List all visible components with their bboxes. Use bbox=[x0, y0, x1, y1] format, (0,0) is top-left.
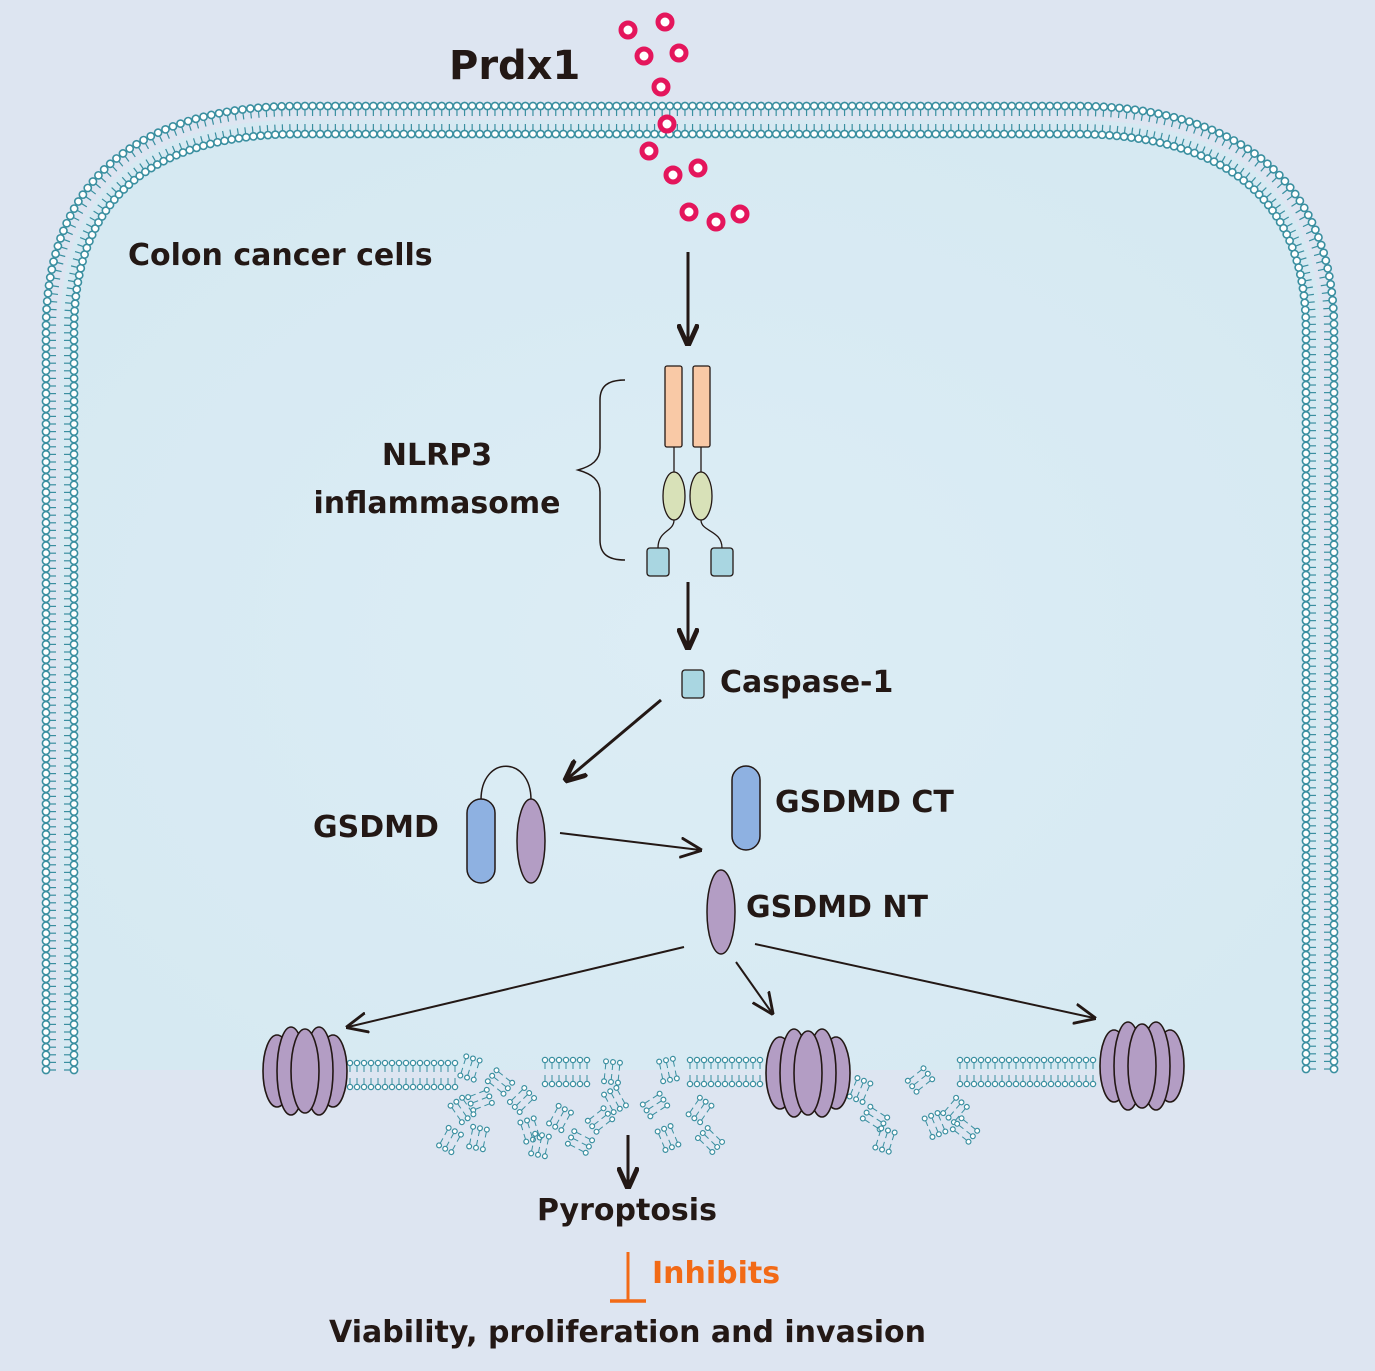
cell-membrane bbox=[41, 101, 1339, 1075]
pyroptosis-label: Pyroptosis bbox=[537, 1193, 717, 1228]
inhibits-label: Inhibits bbox=[652, 1256, 781, 1291]
caspase-1-label: Caspase-1 bbox=[720, 665, 894, 700]
prdx1-particle bbox=[639, 141, 659, 161]
nlrp3-label-line2: inflammasome bbox=[313, 486, 561, 521]
arrow-gsdmd-cleavage bbox=[559, 832, 700, 850]
prdx1-particle bbox=[730, 204, 750, 224]
gsdmd-label: GSDMD bbox=[313, 810, 439, 845]
caspase-1-icon bbox=[681, 669, 705, 699]
nlrp3-inflammasome-icon bbox=[575, 365, 734, 577]
prdx1-particle bbox=[657, 114, 677, 134]
cell-label: Colon cancer cells bbox=[128, 238, 433, 273]
prdx1-particle bbox=[688, 158, 708, 178]
prdx1-particle bbox=[634, 46, 654, 66]
nlrp3-label: NLRP3 inflammasome bbox=[300, 432, 574, 528]
prdx1-particle bbox=[669, 43, 689, 63]
gsdmd-pores bbox=[262, 1021, 1185, 1118]
prdx1-particle bbox=[655, 12, 675, 32]
prdx1-particle bbox=[679, 202, 699, 222]
prdx1-particles bbox=[618, 12, 750, 232]
gsdmd-ct-icon bbox=[731, 765, 761, 851]
prdx1-particle bbox=[618, 20, 638, 40]
arrow-caspase-to-gsdmd bbox=[566, 698, 662, 780]
membrane-fragments bbox=[346, 1053, 1097, 1160]
arrow-nt-to-pore-right bbox=[754, 943, 1094, 1018]
pore-right bbox=[1099, 1021, 1185, 1111]
arrow-nt-to-pore-middle bbox=[735, 961, 772, 1013]
prdx1-particle bbox=[706, 212, 726, 232]
prdx1-particle bbox=[651, 77, 671, 97]
cell-cytoplasm bbox=[60, 120, 1320, 1070]
arrow-nt-to-pore-left bbox=[348, 946, 685, 1027]
nlrp3-label-line1: NLRP3 bbox=[381, 438, 493, 473]
pore-left bbox=[262, 1026, 348, 1116]
inhibit-symbol bbox=[610, 1252, 646, 1303]
gsdmd-protein-icon bbox=[466, 765, 546, 884]
gsdmd-nt-label: GSDMD NT bbox=[746, 890, 928, 925]
pore-middle bbox=[765, 1028, 851, 1118]
gsdmd-nt-icon bbox=[706, 869, 736, 955]
final-outcome-label: Viability, proliferation and invasion bbox=[329, 1315, 926, 1350]
gsdmd-ct-label: GSDMD CT bbox=[775, 785, 954, 820]
prdx1-particle bbox=[663, 165, 683, 185]
title-prdx1: Prdx1 bbox=[449, 43, 581, 89]
